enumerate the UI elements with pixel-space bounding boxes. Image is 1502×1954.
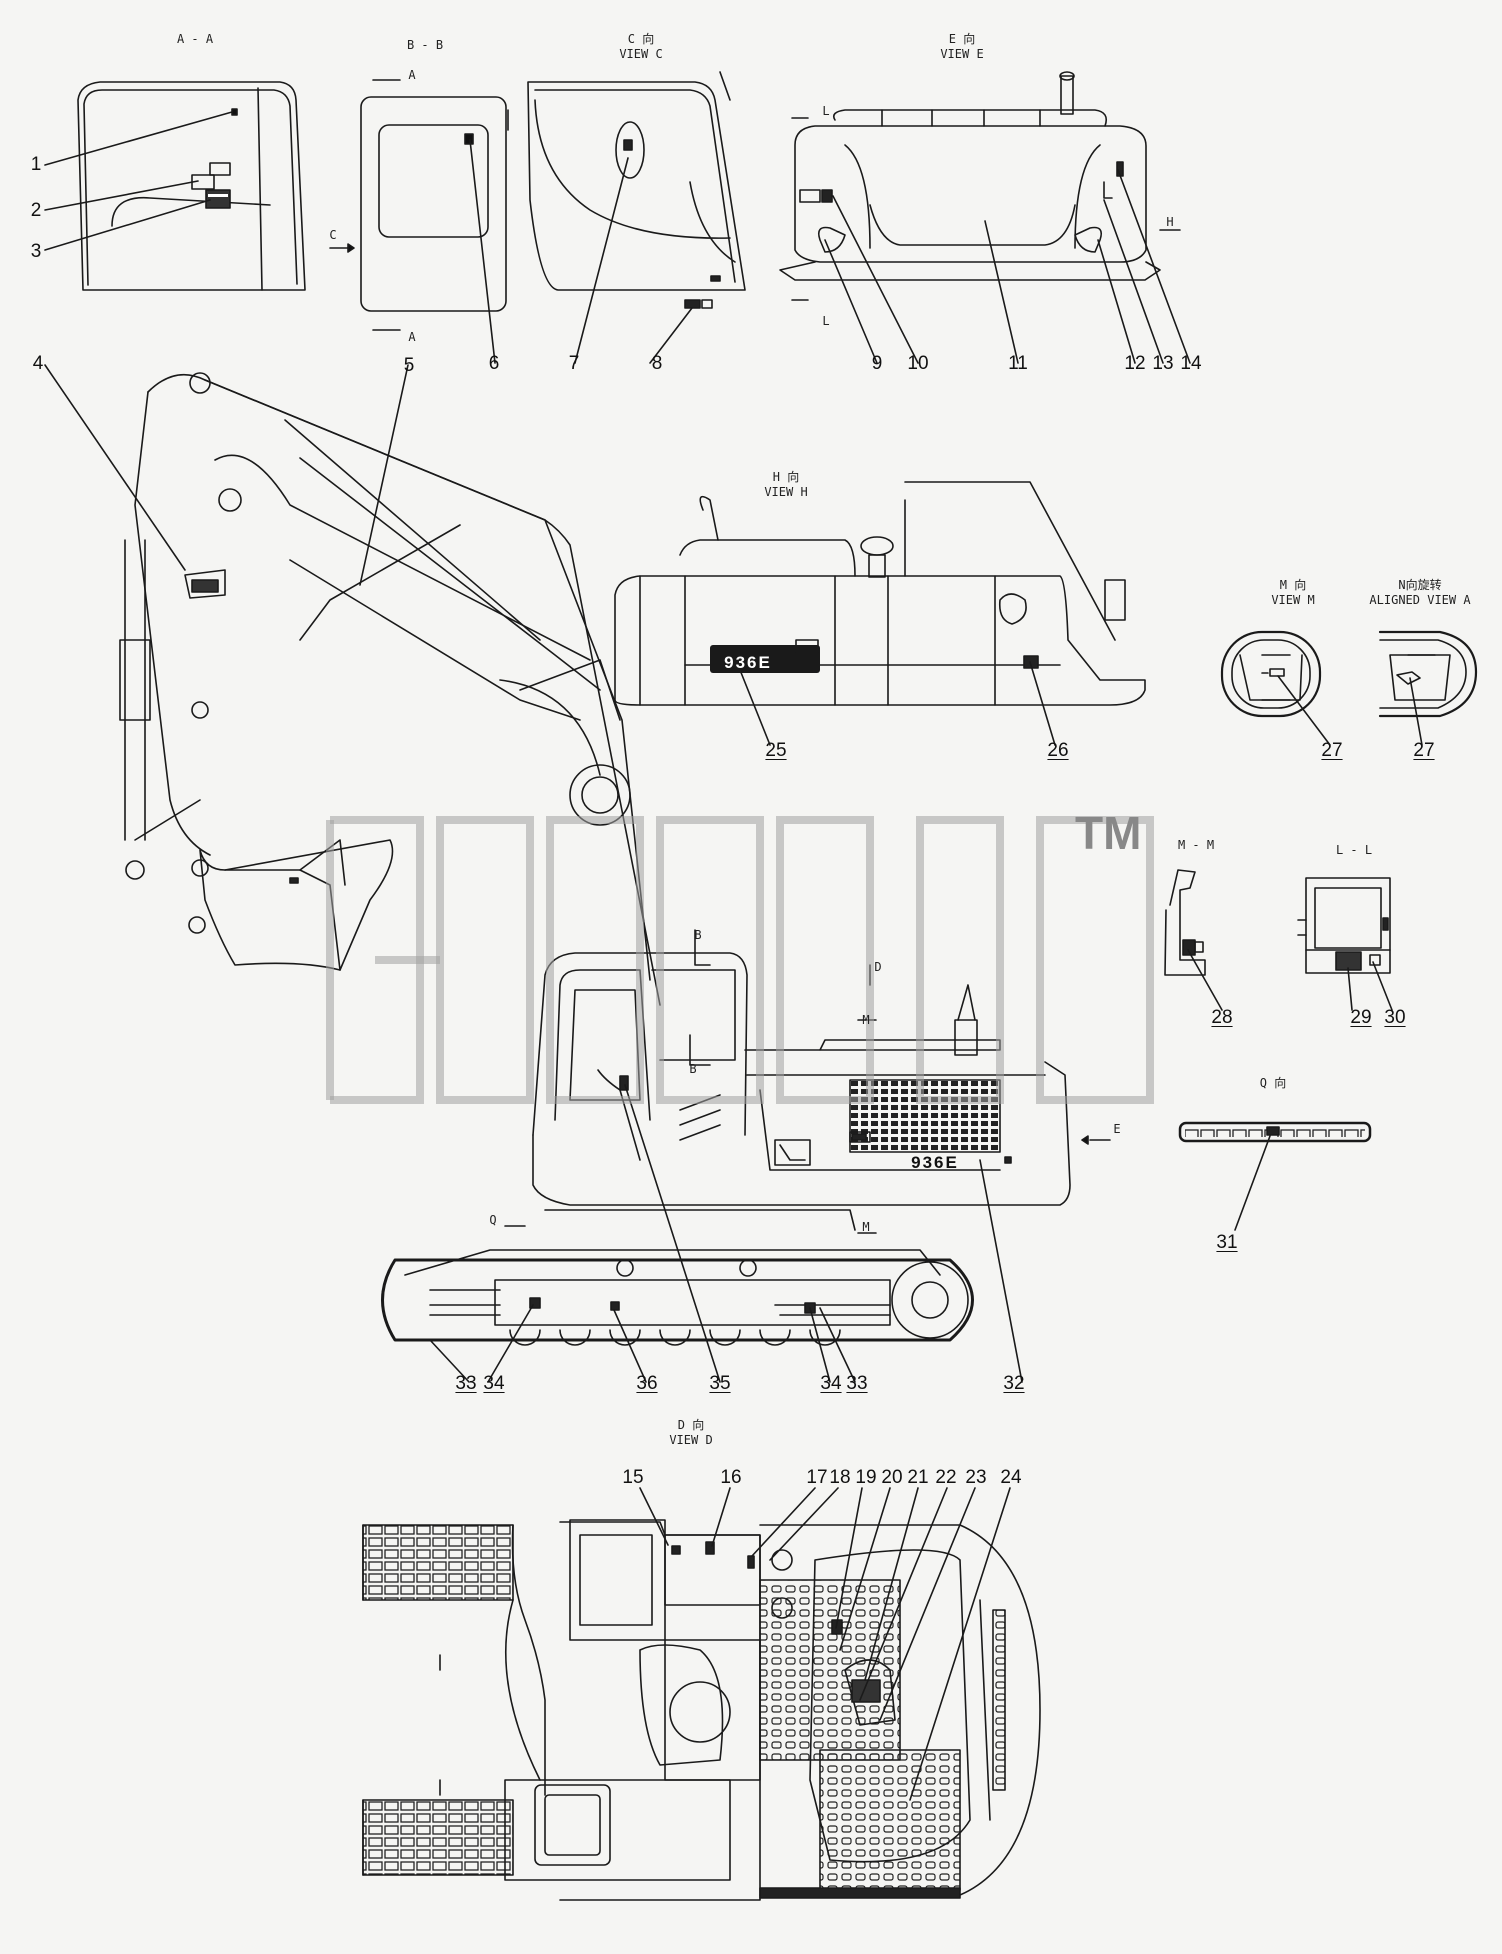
callout-9: 9 [871,353,883,374]
callout-18: 18 [829,1467,851,1488]
view-title-n-cn: N向旋转 [1398,578,1442,592]
callout-14: 14 [1180,353,1202,374]
callout-28: 28 [1211,1007,1233,1028]
section-mark-e: E [1113,1122,1121,1136]
excavator-side-view [119,372,1071,1346]
model-badge-view-h: 936E [724,653,772,672]
callout-34-left: 34 [483,1373,505,1394]
callout-33-left: 33 [455,1373,477,1394]
callout-36: 36 [636,1373,658,1394]
view-title-h-en: VIEW H [764,485,808,499]
model-badge-side: 936E [911,1153,959,1172]
view-title-bb: B - B [406,38,444,52]
view-title-d-cn: D 向 [677,1418,705,1432]
view-title-mm: M - M [1177,838,1215,852]
callout-34-right: 34 [820,1373,842,1394]
callout-29: 29 [1350,1007,1372,1028]
callout-33-right: 33 [846,1373,868,1394]
section-mark-c: C [329,228,337,242]
callout-23: 23 [965,1467,987,1488]
view-ll [1297,877,1391,974]
callout-25: 25 [765,740,787,761]
callout-5: 5 [403,355,415,376]
view-q [1178,1121,1372,1143]
view-title-m: M 向 VIEW M [1271,578,1314,608]
callout-15: 15 [622,1467,644,1488]
section-mark-m-top: M [862,1013,870,1027]
section-mark-a-top: A [408,68,416,82]
section-mark-b-top: B [694,928,702,942]
callout-19: 19 [855,1467,877,1488]
view-aa-cab [77,81,306,291]
section-mark-q: Q [489,1213,497,1227]
callout-3: 3 [30,241,42,262]
watermark-logo [326,816,1154,1104]
callout-26: 26 [1047,740,1069,761]
callout-8: 8 [651,353,663,374]
view-h [614,481,1146,706]
callout-16: 16 [720,1467,742,1488]
view-title-c-en: VIEW C [619,47,663,61]
callout-4: 4 [32,353,44,374]
view-title-aa: A - A [176,32,214,46]
callout-27-n: 27 [1413,740,1435,761]
view-title-h-cn: H 向 [772,470,800,484]
section-mark-b-bottom: B [689,1062,697,1076]
section-mark-m-bottom: M [862,1220,870,1234]
callout-10: 10 [907,353,929,374]
section-mark-a-bottom: A [408,330,416,344]
callout-1: 1 [30,154,42,175]
callout-27-m: 27 [1321,740,1343,761]
callout-7: 7 [568,353,580,374]
section-mark-d: D [874,960,882,974]
view-mm [1164,869,1206,976]
section-mark-l-top: L [822,104,830,118]
callout-22: 22 [935,1467,957,1488]
view-e-rear [779,71,1181,301]
view-c-cab [527,71,746,309]
view-bb-door [329,79,509,331]
view-title-d: D 向 VIEW D [669,1418,712,1448]
view-d-top [362,1519,1041,1901]
section-mark-h: H [1166,215,1174,229]
callout-31: 31 [1216,1232,1238,1253]
view-title-ll: L - L [1335,843,1373,857]
view-title-m-cn: M 向 [1279,578,1307,592]
view-m [1220,630,1322,718]
view-title-n: N向旋转 ALIGNED VIEW A [1369,578,1470,608]
section-mark-l-bottom: L [822,314,830,328]
callout-2: 2 [30,200,42,221]
view-title-q: Q 向 [1259,1076,1287,1090]
view-title-n-en: ALIGNED VIEW A [1369,593,1471,607]
view-title-e: E 向 VIEW E [940,32,983,62]
callout-32: 32 [1003,1373,1025,1394]
callout-30: 30 [1384,1007,1406,1028]
view-title-c-cn: C 向 [627,32,655,46]
callout-17: 17 [806,1467,828,1488]
callout-6: 6 [488,353,500,374]
watermark-trademark: TM [1075,807,1142,859]
callout-24: 24 [1000,1467,1022,1488]
view-title-d-en: VIEW D [669,1433,713,1447]
view-title-m-en: VIEW M [1271,593,1315,607]
view-title-e-en: VIEW E [940,47,984,61]
callout-21: 21 [907,1467,929,1488]
view-title-h: H 向 VIEW H [764,470,807,500]
callout-11: 11 [1008,353,1028,374]
callout-20: 20 [881,1467,903,1488]
callout-13: 13 [1152,353,1174,374]
callout-12: 12 [1124,353,1146,374]
view-title-e-cn: E 向 [948,32,976,46]
view-title-c: C 向 VIEW C [619,32,662,62]
callout-35: 35 [709,1373,731,1394]
view-n [1378,630,1478,718]
